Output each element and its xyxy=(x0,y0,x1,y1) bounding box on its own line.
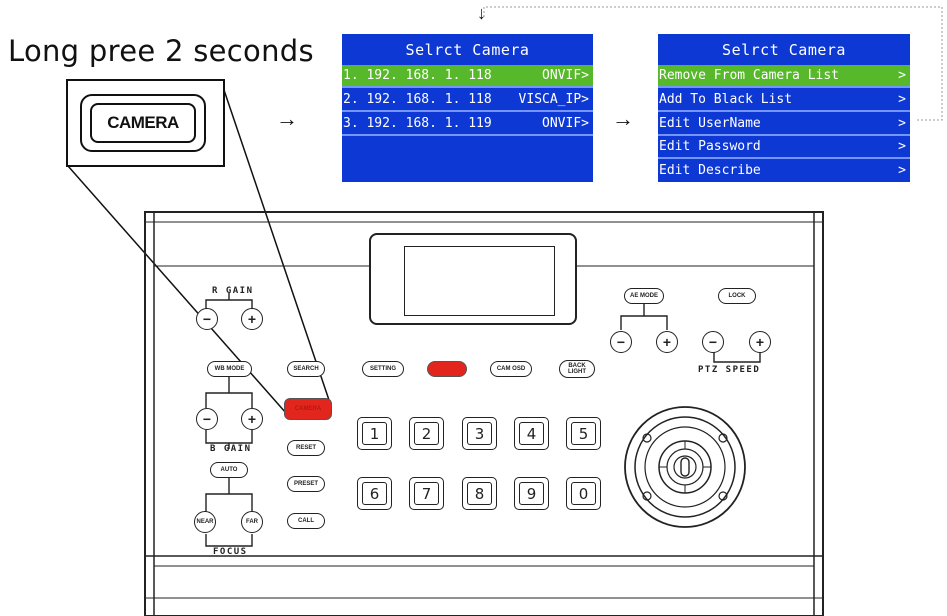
number-key[interactable]: 0 xyxy=(566,477,601,510)
setting-button[interactable]: SETTING xyxy=(362,361,404,377)
lcd-menu-title: Selrct Camera xyxy=(405,41,530,59)
call-button[interactable]: CALL xyxy=(287,513,325,529)
menu-option-username[interactable]: Edit UserName > xyxy=(658,113,910,134)
menu-option-label: Edit Describe xyxy=(659,163,761,178)
menu-option-label: Remove From Camera List xyxy=(659,68,840,83)
number-key[interactable]: 8 xyxy=(462,477,497,510)
wb-mode-button[interactable]: WB MODE xyxy=(207,361,252,377)
arrow-to-menu1: → xyxy=(276,106,298,131)
camera-protocol: VISCA_IP> xyxy=(518,92,589,107)
arrow-to-menu2: → xyxy=(612,106,634,131)
row-divider xyxy=(658,110,910,112)
lock-button[interactable]: LOCK xyxy=(718,288,756,304)
menu-option-password[interactable]: Edit Password > xyxy=(658,136,910,157)
ae-mode-button[interactable]: AE MODE xyxy=(624,288,664,304)
number-key[interactable]: 9 xyxy=(514,477,549,510)
camera-protocol: ONVIF> xyxy=(542,68,589,83)
r-gain-label: R GAIN xyxy=(212,286,254,296)
number-key[interactable]: 1 xyxy=(357,417,392,450)
b-gain-minus-button[interactable]: − xyxy=(196,408,218,430)
camera-button-zoom-label: CAMERA xyxy=(90,103,196,143)
menu-option-blacklist[interactable]: Add To Black List > xyxy=(658,89,910,110)
row-divider xyxy=(658,157,910,159)
b-gain-label: B GAIN xyxy=(210,444,252,454)
menu-option-label: Add To Black List xyxy=(659,92,793,107)
r-gain-plus-button[interactable]: + xyxy=(241,308,263,330)
camera-button-zoom-box: CAMERA xyxy=(66,79,225,167)
number-key[interactable]: 3 xyxy=(462,417,497,450)
far-button[interactable]: FAR xyxy=(241,511,263,533)
number-key[interactable]: 7 xyxy=(409,477,444,510)
menu-option-label: Edit UserName xyxy=(659,116,761,131)
camera-ip: 1. 192. 168. 1. 118 xyxy=(343,68,492,83)
menu-option-describe[interactable]: Edit Describe > xyxy=(658,160,910,181)
camera-list-item[interactable]: 3. 192. 168. 1. 119 ONVIF> xyxy=(342,113,593,134)
controller-lcd-screen xyxy=(369,233,577,325)
menu-option-remove[interactable]: Remove From Camera List > xyxy=(658,65,910,86)
number-key[interactable]: 4 xyxy=(514,417,549,450)
search-button[interactable]: SEARCH xyxy=(287,361,325,377)
chevron-right-icon: > xyxy=(898,163,906,178)
camera-ip: 3. 192. 168. 1. 119 xyxy=(343,116,492,131)
camera-button[interactable]: CAMERA xyxy=(284,398,332,420)
chevron-right-icon: > xyxy=(898,92,906,107)
camera-button-zoom-outline: CAMERA xyxy=(80,94,206,152)
lcd-menu-select-camera: Selrct Camera 1. 192. 168. 1. 118 ONVIF>… xyxy=(342,34,593,182)
ae-plus-button[interactable]: + xyxy=(656,331,678,353)
ptz-speed-label: PTZ SPEED xyxy=(698,365,761,375)
number-key[interactable]: 6 xyxy=(357,477,392,510)
camera-list-item[interactable]: 1. 192. 168. 1. 118 ONVIF> xyxy=(342,65,593,86)
lcd-menu-camera-options: Selrct Camera Remove From Camera List > … xyxy=(658,34,910,182)
camera-protocol: ONVIF> xyxy=(542,116,589,131)
chevron-right-icon: > xyxy=(898,116,906,131)
auto-focus-button[interactable]: AUTO xyxy=(210,462,248,478)
ae-minus-button[interactable]: − xyxy=(610,331,632,353)
controller-lcd-display xyxy=(404,246,555,316)
row-divider xyxy=(658,86,910,88)
row-divider xyxy=(342,134,593,136)
camera-list-item[interactable]: 2. 192. 168. 1. 118 VISCA_IP> xyxy=(342,89,593,110)
r-gain-minus-button[interactable]: − xyxy=(196,308,218,330)
ptz-speed-plus-button[interactable]: + xyxy=(749,331,771,353)
instruction-text: Long pree 2 seconds xyxy=(8,34,314,68)
ptz-speed-minus-button[interactable]: − xyxy=(702,331,724,353)
number-key[interactable]: 5 xyxy=(566,417,601,450)
chevron-right-icon: > xyxy=(898,68,906,83)
back-light-button[interactable]: BACK LIGHT xyxy=(559,360,595,378)
preset-button[interactable]: PRESET xyxy=(287,476,325,492)
camera-indicator-button[interactable] xyxy=(427,361,467,377)
camera-ip: 2. 192. 168. 1. 118 xyxy=(343,92,492,107)
reset-button[interactable]: RESET xyxy=(287,440,325,456)
menu-option-label: Edit Password xyxy=(659,139,761,154)
chevron-right-icon: > xyxy=(898,139,906,154)
cam-osd-button[interactable]: CAM OSD xyxy=(490,361,532,377)
return-arrow: ↓ xyxy=(477,3,486,23)
row-divider xyxy=(658,134,910,136)
lcd-menu-title: Selrct Camera xyxy=(722,41,846,59)
row-divider xyxy=(342,110,593,112)
near-button[interactable]: NEAR xyxy=(194,511,216,533)
number-key[interactable]: 2 xyxy=(409,417,444,450)
focus-label: FOCUS xyxy=(213,547,248,557)
b-gain-plus-button[interactable]: + xyxy=(241,408,263,430)
row-divider xyxy=(342,86,593,88)
